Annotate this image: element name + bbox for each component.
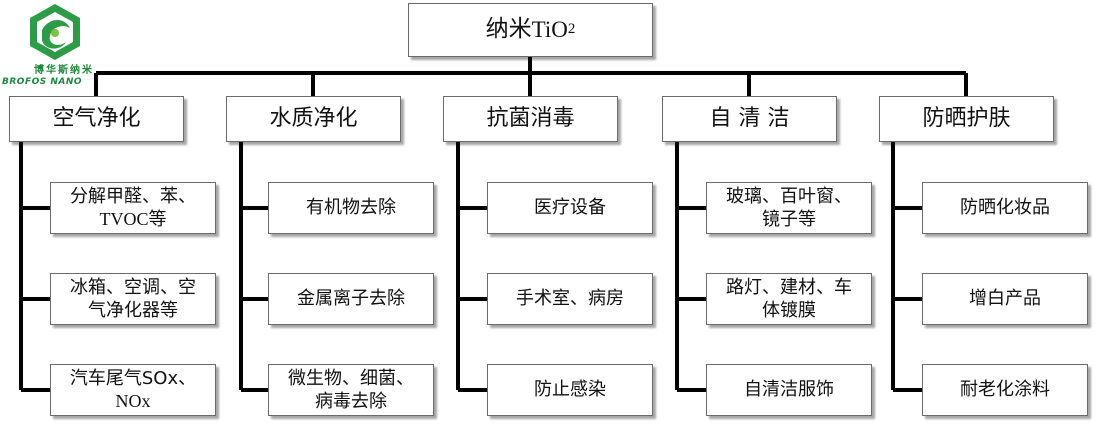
brand-logo: 博华斯纳米 BROFOS NANO xyxy=(0,0,105,95)
leaf-line: 分解甲醛、苯、 xyxy=(70,185,196,207)
category-label: 空气净化 xyxy=(52,105,141,131)
leaf-line: 路灯、建材、车 xyxy=(726,276,852,298)
leaf-line: 自清洁服饰 xyxy=(744,379,834,401)
leaf-line: 镜子等 xyxy=(762,209,816,230)
leaf-line: 病毒去除 xyxy=(315,391,387,412)
leaf-node: 医疗设备 xyxy=(487,182,653,234)
leaf-node: 路灯、建材、车体镀膜 xyxy=(706,273,872,325)
logo-chinese-text: 博华斯纳米 xyxy=(34,65,94,76)
leaf-line: 体镀膜 xyxy=(762,300,816,321)
leaf-node: 防晒化妆品 xyxy=(922,182,1088,234)
leaf-node: 分解甲醛、苯、TVOC等 xyxy=(50,182,216,234)
category-label: 防晒护肤 xyxy=(922,105,1011,131)
leaf-node: 自清洁服饰 xyxy=(706,364,872,416)
leaf-node: 玻璃、百叶窗、镜子等 xyxy=(706,182,872,234)
leaf-line: 微生物、细菌、 xyxy=(288,367,414,389)
root-prefix: 纳米 xyxy=(485,16,532,43)
leaf-line: 手术室、病房 xyxy=(516,288,624,310)
leaf-node: 有机物去除 xyxy=(268,182,434,234)
logo-mark-icon xyxy=(30,4,80,60)
logo-english-text: BROFOS NANO xyxy=(2,77,83,87)
leaf-node: 微生物、细菌、病毒去除 xyxy=(268,364,434,416)
root-formula: TiO xyxy=(531,17,568,43)
leaf-line: 金属离子去除 xyxy=(297,288,405,310)
leaf-line: 耐老化涂料 xyxy=(960,379,1050,401)
leaf-line: 玻璃、百叶窗、 xyxy=(726,185,852,207)
leaf-line: 冰箱、空调、空 xyxy=(70,276,196,298)
category-label: 水质净化 xyxy=(269,105,358,131)
category-water-purification: 水质净化 xyxy=(226,96,401,142)
category-sun-protection: 防晒护肤 xyxy=(879,96,1054,142)
leaf-line: NOx xyxy=(115,391,151,411)
leaf-node: 冰箱、空调、空气净化器等 xyxy=(50,273,216,325)
category-air-purification: 空气净化 xyxy=(9,96,184,142)
leaf-line: 气净化器等 xyxy=(88,300,178,321)
root-formula-subscript: 2 xyxy=(567,21,576,38)
leaf-line: 增白产品 xyxy=(969,288,1041,310)
leaf-line: TVOC等 xyxy=(99,209,167,229)
category-label: 自 清 洁 xyxy=(709,105,790,131)
leaf-node: 手术室、病房 xyxy=(487,273,653,325)
category-self-cleaning: 自 清 洁 xyxy=(662,96,837,142)
leaf-line: 有机物去除 xyxy=(306,197,396,219)
leaf-line: 防止感染 xyxy=(534,379,606,401)
leaf-line: 防晒化妆品 xyxy=(960,197,1050,219)
leaf-node: 增白产品 xyxy=(922,273,1088,325)
leaf-node: 耐老化涂料 xyxy=(922,364,1088,416)
category-label: 抗菌消毒 xyxy=(486,105,575,131)
leaf-node: 汽车尾气SOx、NOx xyxy=(50,364,216,416)
leaf-line: 汽车尾气SOx、 xyxy=(69,367,197,389)
leaf-line: 医疗设备 xyxy=(534,197,606,219)
leaf-node: 金属离子去除 xyxy=(268,273,434,325)
leaf-node: 防止感染 xyxy=(487,364,653,416)
category-antibacterial: 抗菌消毒 xyxy=(443,96,618,142)
